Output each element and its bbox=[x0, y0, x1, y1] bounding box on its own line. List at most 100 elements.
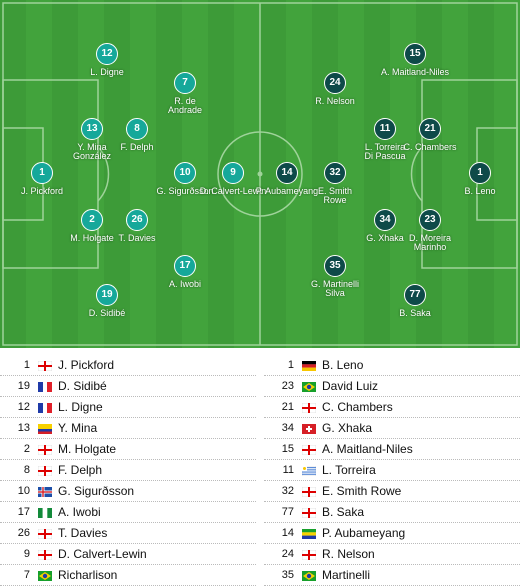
player-name[interactable]: Y. Mina bbox=[58, 421, 98, 435]
shirt-number-badge: 77 bbox=[404, 284, 426, 306]
player-name[interactable]: E. Smith Rowe bbox=[322, 484, 402, 498]
england-flag-icon bbox=[37, 465, 53, 477]
player-name[interactable]: L. Digne bbox=[58, 400, 103, 414]
lineup-row[interactable]: 13 Y. Mina bbox=[0, 418, 256, 439]
player-pitch-label: G. Martinelli Silva bbox=[310, 279, 359, 298]
player-name[interactable]: F. Delph bbox=[58, 463, 103, 477]
player-name[interactable]: L. Torreira bbox=[322, 463, 376, 477]
player-pitch-label: D. Sidibé bbox=[88, 308, 126, 318]
player-name[interactable]: T. Davies bbox=[58, 526, 108, 540]
lineup-row[interactable]: 7 Richarlison bbox=[0, 565, 256, 586]
shirt-number: 34 bbox=[281, 422, 294, 434]
player-pitch-label: D. Calvert-Lewin bbox=[199, 186, 267, 196]
player-name[interactable]: C. Chambers bbox=[322, 400, 393, 414]
shirt-number: 19 bbox=[17, 380, 30, 392]
player-name[interactable]: P. Aubameyang bbox=[322, 526, 406, 540]
player-name[interactable]: B. Leno bbox=[322, 358, 364, 372]
player-pitch-label: A. Maitland-Niles bbox=[380, 67, 450, 77]
shirt-number-badge: 11 bbox=[374, 118, 396, 140]
player-name[interactable]: A. Maitland-Niles bbox=[322, 442, 413, 456]
player-name[interactable]: R. Nelson bbox=[322, 547, 375, 561]
shirt-number-badge: 8 bbox=[126, 118, 148, 140]
lineup-row[interactable]: 32 E. Smith Rowe bbox=[264, 481, 520, 502]
shirt-number: 77 bbox=[281, 506, 294, 518]
england-flag-icon bbox=[301, 549, 317, 561]
shirt-number-badge: 1 bbox=[31, 162, 53, 184]
brazil-flag-icon bbox=[302, 570, 316, 581]
shirt-number: 32 bbox=[281, 485, 294, 497]
brazil-flag-icon bbox=[38, 570, 52, 581]
player-name[interactable]: M. Holgate bbox=[58, 442, 117, 456]
player-pitch-label: M. Holgate bbox=[70, 233, 114, 243]
player-pitch-label: C. Chambers bbox=[403, 142, 457, 152]
lineup-row[interactable]: 19 D. Sidibé bbox=[0, 376, 256, 397]
england-flag-icon bbox=[37, 528, 53, 540]
france-flag-icon bbox=[38, 402, 52, 413]
player-name[interactable]: J. Pickford bbox=[58, 358, 115, 372]
player-name[interactable]: A. Iwobi bbox=[58, 505, 101, 519]
player-name[interactable]: G. Xhaka bbox=[322, 421, 373, 435]
shirt-number: 7 bbox=[23, 569, 30, 581]
shirt-number: 13 bbox=[17, 422, 30, 434]
shirt-number: 17 bbox=[17, 506, 30, 518]
player-name[interactable]: D. Sidibé bbox=[58, 379, 107, 393]
france-flag-icon bbox=[38, 381, 52, 392]
player-name[interactable]: B. Saka bbox=[322, 505, 365, 519]
player-name[interactable]: Richarlison bbox=[58, 568, 118, 582]
home-player-marker[interactable]: 2 M. Holgate bbox=[47, 209, 137, 243]
lineup-row[interactable]: 77 B. Saka bbox=[264, 502, 520, 523]
lineup-row[interactable]: 17 A. Iwobi bbox=[0, 502, 256, 523]
iceland-flag-icon bbox=[38, 486, 52, 497]
player-name[interactable]: G. Sigurðsson bbox=[58, 484, 135, 498]
germany-flag-icon bbox=[302, 360, 316, 371]
shirt-number-badge: 2 bbox=[81, 209, 103, 231]
lineup-row[interactable]: 34 G. Xhaka bbox=[264, 418, 520, 439]
player-pitch-label: B. Leno bbox=[464, 186, 496, 196]
switzerland-flag-icon bbox=[302, 423, 316, 434]
player-name[interactable]: Martinelli bbox=[322, 568, 371, 582]
player-name[interactable]: David Luiz bbox=[322, 379, 379, 393]
player-name[interactable]: D. Calvert-Lewin bbox=[58, 547, 147, 561]
shirt-number-badge: 32 bbox=[324, 162, 346, 184]
colombia-flag-icon bbox=[38, 423, 52, 434]
